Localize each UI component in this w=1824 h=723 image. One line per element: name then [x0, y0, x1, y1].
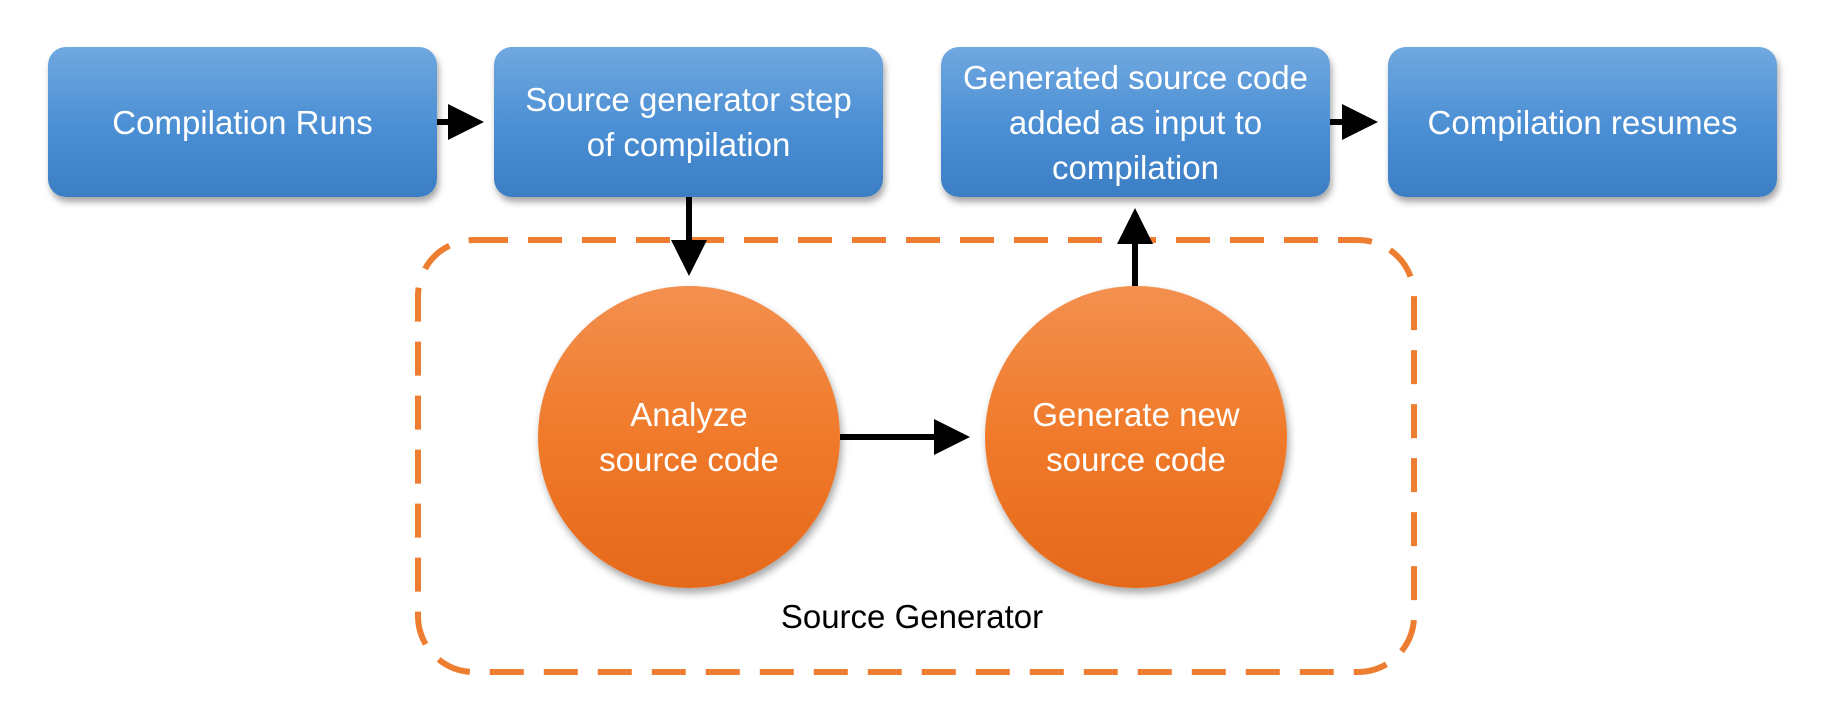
node-analyze-source-code: Analyze source code	[538, 286, 840, 588]
step-compilation-resumes-label: Compilation resumes	[1427, 103, 1738, 141]
node-analyze-source-code-label: Analyze source code	[599, 396, 779, 478]
step-generated-source-added-label: Generated source code added as input to …	[963, 58, 1308, 186]
step-generated-source-added: Generated source code added as input to …	[941, 47, 1330, 197]
step-compilation-runs-label: Compilation Runs	[112, 103, 373, 141]
source-generator-group-label: Source Generator	[780, 598, 1044, 635]
node-generate-new-source-code-label: Generate new source code	[1032, 396, 1240, 478]
source-generator-group-border	[415, 237, 1417, 675]
step-source-generator: Source generator step of compilation	[494, 47, 883, 197]
node-generate-new-source-code: Generate new source code	[985, 286, 1287, 588]
step-compilation-runs: Compilation Runs	[48, 47, 437, 197]
step-compilation-resumes: Compilation resumes	[1388, 47, 1777, 197]
step-source-generator-label: Source generator step of compilation	[525, 81, 852, 163]
